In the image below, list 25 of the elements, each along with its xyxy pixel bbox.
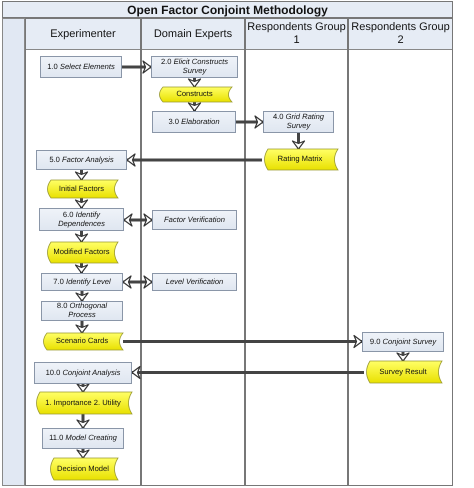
block-arrow (396, 352, 410, 362)
block-arrow (292, 133, 306, 150)
block-arrow (131, 366, 364, 380)
block-arrow (123, 334, 363, 348)
lane-header: Experimenter (26, 19, 140, 50)
block-arrow (75, 321, 89, 334)
block-arrow (74, 170, 88, 181)
block-arrow (236, 115, 264, 129)
block-arrow (76, 383, 90, 393)
block-arrow (188, 102, 202, 112)
lane-header: Domain Experts (142, 19, 244, 50)
block-arrow (74, 263, 88, 274)
block-arrow (188, 78, 202, 88)
block-arrow (74, 198, 88, 209)
block-arrow (122, 275, 153, 289)
block-arrow (76, 414, 90, 429)
diagram-title: Open Factor Conjoint Methodology (2, 1, 453, 18)
lane-header: Respondents Group 1 (246, 19, 347, 50)
block-arrow (123, 213, 153, 227)
block-arrow (74, 231, 88, 243)
block-arrow (126, 153, 262, 167)
block-arrow (122, 60, 152, 74)
block-arrow (75, 291, 89, 302)
block-arrow (76, 449, 90, 459)
lane-header: Respondents Group 2 (349, 19, 452, 50)
